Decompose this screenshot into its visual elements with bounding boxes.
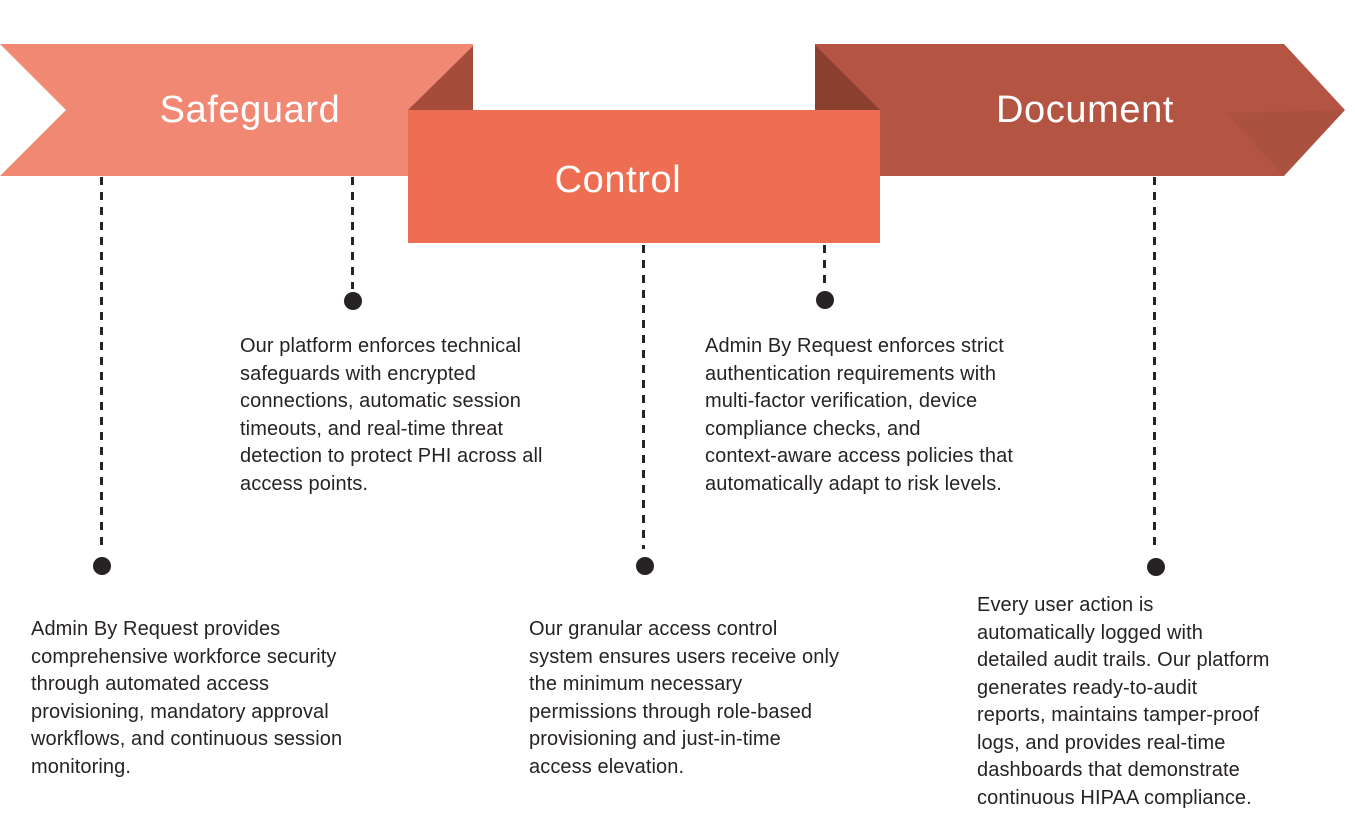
note-control-granular-access: Our granular access control system ensur… bbox=[529, 618, 840, 778]
safeguard-ribbon-shape bbox=[0, 44, 473, 176]
note-safeguard-technical: Our platform enforces technical safeguar… bbox=[240, 335, 543, 495]
connector-line-safeguard-mid bbox=[351, 177, 354, 289]
connector-dot-safeguard-bottom bbox=[93, 557, 111, 575]
note-safeguard-workforce: Admin By Request provides comprehensive … bbox=[31, 618, 343, 778]
connector-line-document-bottom bbox=[1153, 177, 1156, 551]
connector-dot-safeguard-mid bbox=[344, 292, 362, 310]
connector-line-control-bottom bbox=[642, 245, 645, 549]
note-document-audit: Every user action is automatically logge… bbox=[977, 594, 1270, 809]
document-fold-shadow bbox=[815, 45, 880, 110]
document-ribbon-shape bbox=[815, 44, 1345, 176]
connector-dot-document-bottom bbox=[1147, 558, 1165, 576]
document-arrow-shade bbox=[1226, 110, 1345, 176]
note-control-authentication: Admin By Request enforces strict authent… bbox=[705, 335, 1013, 495]
connector-line-safeguard-bottom bbox=[100, 177, 103, 549]
connector-dot-control-mid bbox=[816, 291, 834, 309]
safeguard-fold-shadow bbox=[408, 46, 473, 110]
connector-line-control-mid bbox=[823, 245, 826, 289]
connector-dot-control-bottom bbox=[636, 557, 654, 575]
control-banner-shape bbox=[408, 110, 880, 243]
